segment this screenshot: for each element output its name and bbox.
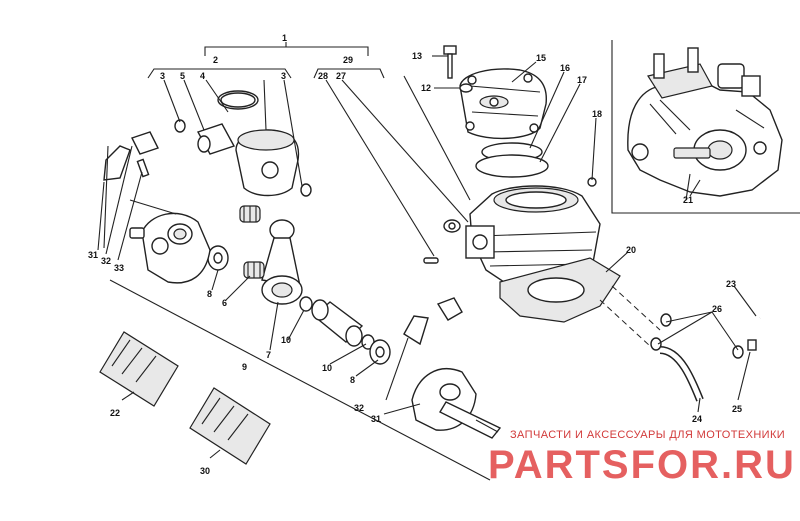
group-bracket-29	[313, 68, 385, 79]
balance-plate-left	[103, 131, 159, 181]
piston	[235, 129, 300, 197]
gasket-kit-22	[99, 331, 179, 407]
callout-12: 12	[421, 83, 431, 93]
head-o-rings	[475, 142, 549, 178]
callout-13: 13	[412, 51, 422, 61]
connecting-rod	[261, 219, 303, 305]
balance-plate-right	[403, 297, 463, 346]
callout-28: 28	[318, 71, 328, 81]
crank-pin	[311, 299, 364, 347]
callout-17: 17	[577, 75, 587, 85]
callout-15: 15	[536, 53, 546, 63]
callout-32-left: 32	[101, 256, 111, 266]
callout-25: 25	[732, 404, 742, 414]
callout-10-right: 10	[322, 363, 332, 373]
crank-half-right	[411, 368, 502, 439]
head-nut	[459, 83, 473, 93]
callout-24: 24	[692, 414, 702, 424]
callout-4: 4	[200, 71, 205, 81]
callout-9: 9	[242, 362, 247, 372]
callout-29: 29	[343, 55, 353, 65]
callout-23: 23	[726, 279, 736, 289]
leader-lines	[97, 55, 757, 481]
watermark: ЗАПЧАСТИ И АКСЕССУАРЫ ДЛЯ МОТОТЕХНИКИ PA…	[488, 429, 796, 487]
cylinder-stud	[423, 257, 439, 264]
cylinder-head	[459, 68, 547, 140]
callout-30: 30	[200, 466, 210, 476]
pin-circlips	[174, 119, 312, 197]
callout-6: 6	[222, 298, 227, 308]
callout-18: 18	[592, 109, 602, 119]
callout-3-left: 3	[160, 71, 165, 81]
callout-31-right: 31	[371, 414, 381, 424]
big-end-bearing	[243, 261, 265, 279]
callout-7: 7	[266, 350, 271, 360]
watermark-logo: PARTSFOR.RU	[488, 443, 796, 487]
callout-16: 16	[560, 63, 570, 73]
callout-20: 20	[626, 245, 636, 255]
callout-8-right: 8	[350, 375, 355, 385]
callout-27: 27	[336, 71, 346, 81]
crank-half-left	[129, 212, 211, 284]
piston-pin	[196, 123, 236, 155]
callout-21: 21	[683, 195, 693, 205]
callout-2: 2	[213, 55, 218, 65]
group-bracket-1	[204, 42, 369, 56]
coolant-hose	[650, 313, 762, 402]
callout-22: 22	[110, 408, 120, 418]
callout-5: 5	[180, 71, 185, 81]
gasket-kit-30	[189, 387, 271, 465]
callout-labels: 1 2 29 3 5 4 3 28 27 13 12 15 16 17 18 2…	[88, 33, 742, 476]
callout-8-left: 8	[207, 289, 212, 299]
callout-10-left: 10	[281, 335, 291, 345]
callout-33: 33	[114, 263, 124, 273]
head-bolt	[443, 45, 457, 79]
crank-washers	[361, 334, 391, 365]
cylinder-base-gasket	[499, 257, 621, 323]
piston-ring	[217, 90, 259, 110]
callout-31-left: 31	[88, 250, 98, 260]
engine-inset	[611, 40, 800, 214]
group-bracket-2	[147, 68, 292, 79]
callout-3-right: 3	[281, 71, 286, 81]
watermark-tagline: ЗАПЧАСТИ И АКСЕССУАРЫ ДЛЯ МОТОТЕХНИКИ	[510, 429, 785, 441]
callout-32-right: 32	[354, 403, 364, 413]
small-end-bearing	[239, 205, 261, 223]
callout-26: 26	[712, 304, 722, 314]
callout-1: 1	[282, 33, 287, 43]
